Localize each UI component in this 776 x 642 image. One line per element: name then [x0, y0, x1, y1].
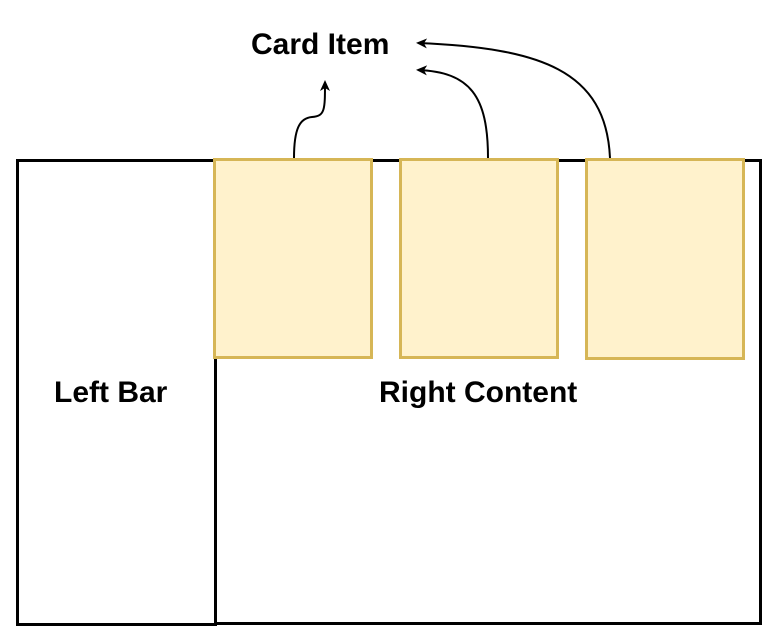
- arrow-card-3: [416, 38, 611, 159]
- arrow-card-1: [293, 80, 330, 159]
- card-item-1: [213, 158, 373, 359]
- left-bar-label: Left Bar: [54, 376, 168, 409]
- arrow-card-2: [416, 65, 489, 159]
- left-bar-box: [16, 159, 217, 626]
- card-item-3: [585, 158, 745, 360]
- card-item-2: [399, 158, 559, 359]
- card-item-label: Card Item: [251, 28, 390, 61]
- right-content-label: Right Content: [379, 376, 578, 409]
